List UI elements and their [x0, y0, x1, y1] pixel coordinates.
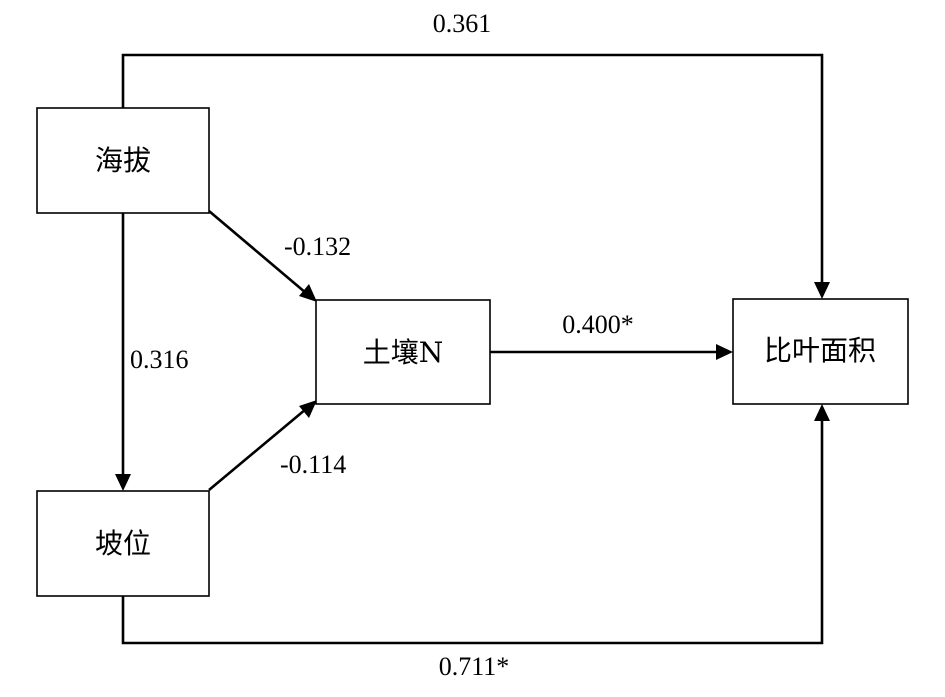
- coef-altitude-to-soil-n: -0.132: [284, 232, 351, 261]
- node-sla-box: [732, 298, 909, 405]
- edge-slope-to-sla: [121, 415, 824, 645]
- node-soil-n-label: 土壤N: [363, 336, 444, 369]
- arrowhead-altitude-to-soil-n: [299, 284, 317, 302]
- coef-soil-n-to-sla: 0.400*: [562, 310, 634, 339]
- coef-altitude-to-sla: 0.361: [433, 9, 492, 38]
- arrowhead-soil-n-to-sla: [716, 344, 733, 360]
- coef-slope-to-soil-n: -0.114: [280, 450, 346, 479]
- arrowhead-altitude-to-sla: [814, 282, 830, 299]
- node-soil-n-box: [315, 299, 491, 405]
- arrowhead-slope-to-sla: [814, 404, 830, 421]
- arrowhead-altitude-to-slope: [115, 474, 131, 491]
- arrowhead-slope-to-soil-n: [299, 400, 317, 418]
- node-altitude-label: 海拔: [95, 144, 151, 177]
- node-slope-position-box: [36, 490, 210, 597]
- edge-altitude-to-sla: [121, 53, 824, 288]
- coef-altitude-to-slope: 0.316: [130, 345, 189, 374]
- edge-altitude-to-soil-n: [208, 210, 307, 294]
- coef-slope-to-sla: 0.711*: [439, 652, 510, 681]
- node-slope-position-label: 坡位: [95, 527, 151, 560]
- node-sla-label: 比叶面积: [764, 334, 876, 367]
- edge-slope-to-soil-n: [208, 408, 307, 491]
- node-altitude-box: [36, 107, 210, 214]
